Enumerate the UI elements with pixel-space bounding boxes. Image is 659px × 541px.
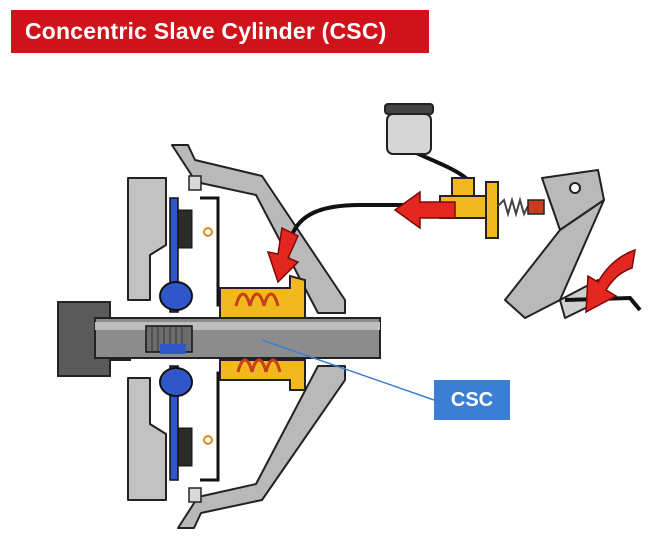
housing-bolts [188, 175, 202, 503]
pushrod-clevis [527, 199, 545, 215]
damper-springs [159, 281, 193, 397]
page-title: Concentric Slave Cylinder (CSC) [25, 18, 387, 44]
pushrod-spring [497, 196, 529, 218]
fluid-flow-arrow-horizontal [393, 190, 456, 230]
title-banner: Concentric Slave Cylinder (CSC) [11, 10, 429, 53]
csc-leader-line [261, 339, 435, 401]
hydraulic-line [290, 203, 405, 236]
fluid-reservoir [384, 103, 434, 155]
csc-callout: CSC [434, 380, 510, 420]
csc-body [219, 274, 306, 391]
fluid-flow-arrow-down [266, 226, 300, 284]
hub-collar [160, 344, 186, 354]
shaft-highlight [95, 322, 380, 330]
clutch-disc [169, 197, 193, 481]
retaining-springs [203, 227, 213, 445]
flywheel [127, 177, 167, 501]
pedal-press-arrow [585, 248, 636, 314]
csc-callout-label: CSC [450, 388, 494, 411]
bell-housing [171, 144, 346, 529]
